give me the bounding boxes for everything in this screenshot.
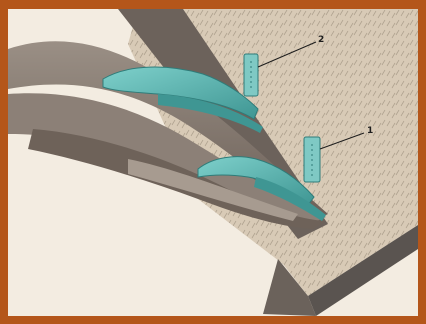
callout-2-label: 2 xyxy=(318,35,324,45)
callout-1-label: 1 xyxy=(367,126,373,136)
illustration-canvas: 2 1 xyxy=(8,9,418,316)
pin-2 xyxy=(244,54,258,96)
pin-1 xyxy=(304,137,320,182)
illustration-svg: 2 1 xyxy=(8,9,418,316)
